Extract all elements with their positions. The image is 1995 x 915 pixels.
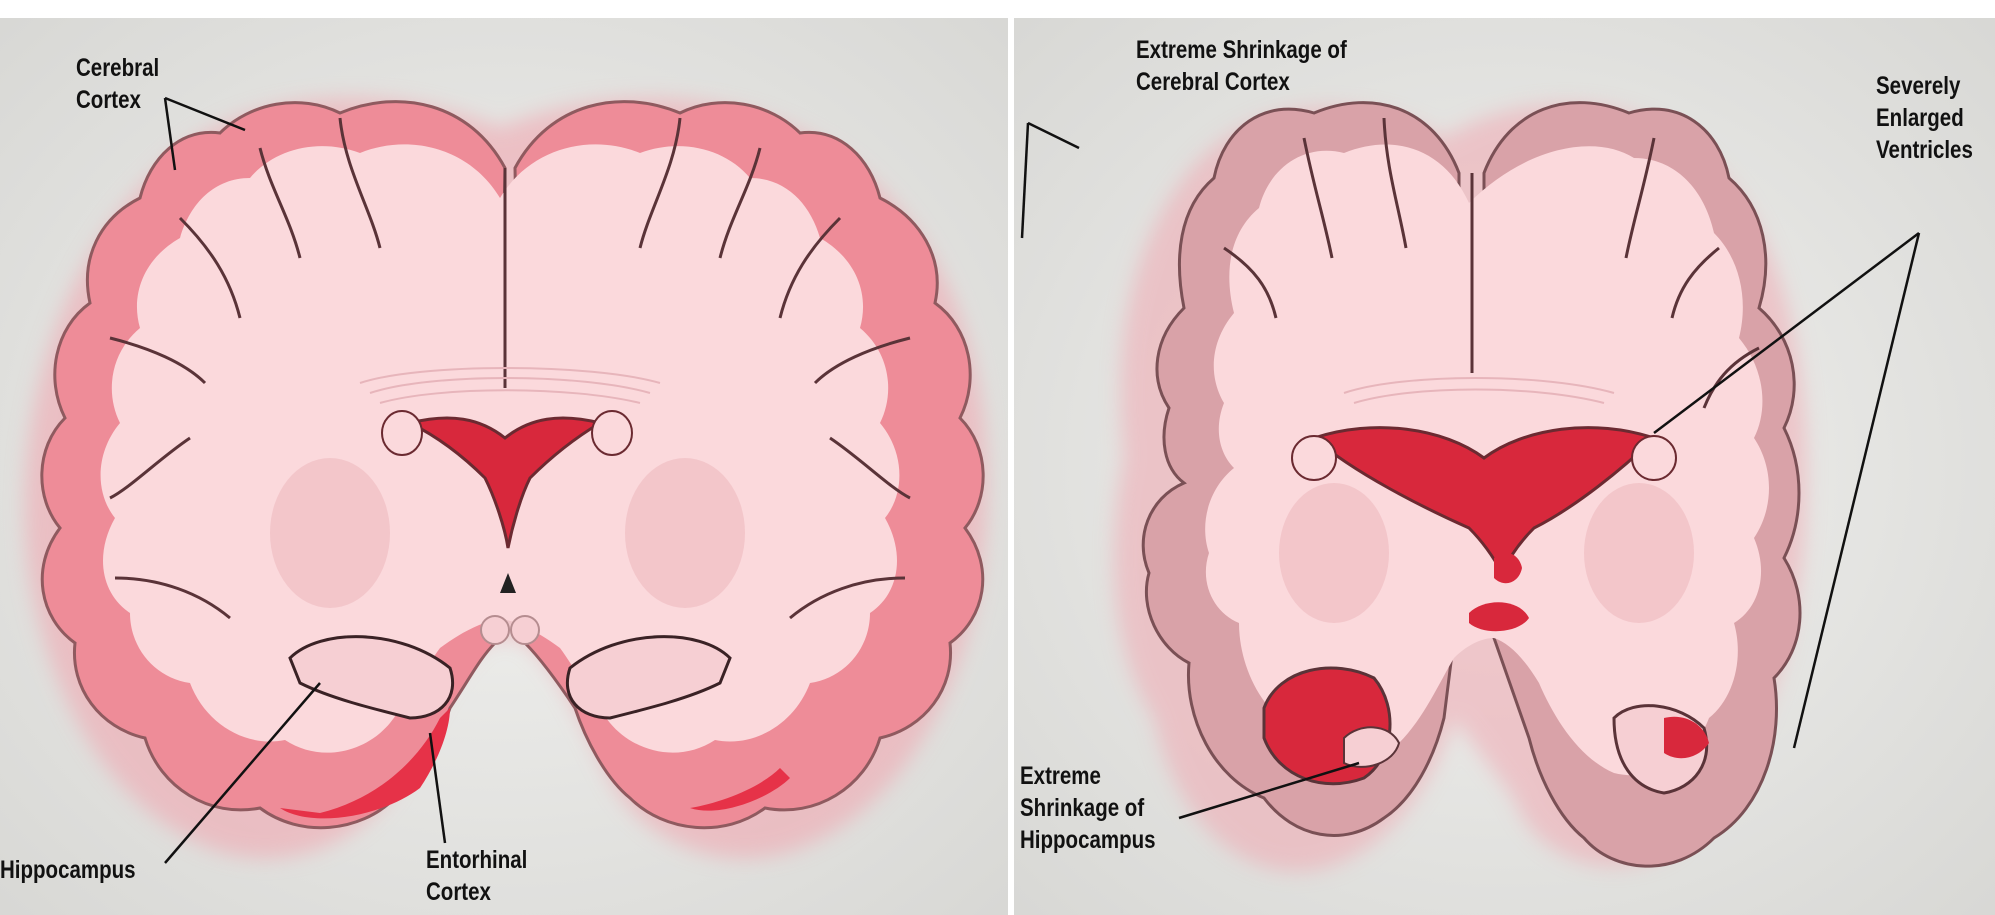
basal-ganglia-left	[270, 458, 390, 608]
caudate-right	[1632, 436, 1676, 480]
basal-ganglia-right	[1584, 483, 1694, 623]
top-margin	[0, 0, 1995, 18]
caudate-left	[1292, 436, 1336, 480]
label-hippocampus-shrinkage: Extreme Shrinkage of Hippocampus	[1020, 760, 1156, 856]
label-cerebral-cortex: Cerebral Cortex	[76, 52, 159, 116]
label-cortex-shrinkage: Extreme Shrinkage of Cerebral Cortex	[1136, 34, 1347, 98]
mammillary-right	[511, 616, 539, 644]
basal-ganglia-left	[1279, 483, 1389, 623]
caudate-right	[592, 411, 632, 455]
mammillary-left	[481, 616, 509, 644]
healthy-brain-illustration	[0, 18, 1008, 915]
alzheimers-brain-panel: Extreme Shrinkage of Cerebral Cortex Sev…	[1014, 18, 1995, 915]
label-enlarged-ventricles: Severely Enlarged Ventricles	[1876, 70, 1973, 166]
label-hippocampus: Hippocampus	[0, 854, 136, 886]
basal-ganglia-right	[625, 458, 745, 608]
caudate-left	[382, 411, 422, 455]
label-entorhinal-cortex: Entorhinal Cortex	[426, 844, 527, 908]
alzheimers-brain-illustration	[1014, 18, 1995, 915]
healthy-brain-panel: Cerebral Cortex Hippocampus Entorhinal C…	[0, 18, 1008, 915]
